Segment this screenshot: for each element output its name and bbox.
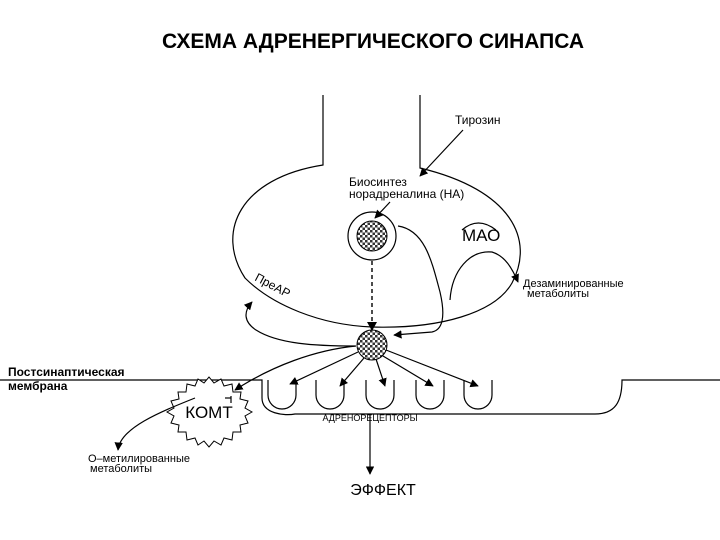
receptor-pocket — [463, 380, 493, 410]
o-methylated-metabolites-line1: О–метилированные — [88, 453, 190, 465]
receptor-pocket — [415, 380, 445, 410]
release-arrow — [289, 351, 359, 385]
release-arrows — [289, 349, 479, 388]
postsynaptic-membrane-label-line2: мембрана — [8, 379, 68, 393]
comt-arrow — [234, 345, 357, 391]
o-methylated-metabolites-line2: метаболиты — [90, 463, 152, 475]
deamination-arrow — [449, 251, 519, 301]
tyrosine-arrow — [419, 129, 464, 177]
deaminated-metabolites-line2: метаболиты — [527, 288, 589, 300]
storage-vesicle-core — [356, 220, 388, 252]
mao-hat-arc — [461, 222, 497, 231]
release-arrow — [339, 357, 365, 387]
adrenoreceptor-pockets — [267, 380, 493, 410]
vesicle-transport-head — [367, 322, 377, 331]
deaminated-metabolites-line1: Дезаминированные — [523, 278, 624, 290]
receptor-pocket — [365, 380, 395, 410]
receptor-pocket — [315, 380, 345, 410]
diagram-title: СХЕМА АДРЕНЕРГИЧЕСКОГО СИНАПСА — [162, 30, 584, 53]
receptor-pocket — [267, 380, 297, 410]
mao-label: МАО — [462, 226, 500, 245]
biosynthesis-label-line1: Биосинтез — [349, 175, 407, 189]
tyrosine-label: Тирозин — [455, 113, 501, 127]
comt-enzyme-star — [165, 376, 254, 448]
biosynthesis-arrow — [374, 201, 391, 219]
mao-uptake-arrow — [393, 225, 444, 339]
o-methylation-arrow — [114, 397, 196, 451]
storage-vesicle-outer — [347, 211, 397, 261]
reuptake-arrow — [243, 301, 356, 347]
release-arrow — [375, 358, 387, 387]
release-arrow — [385, 349, 479, 388]
comt-label: КОМТ — [185, 403, 232, 422]
postsynaptic-membrane — [0, 379, 720, 416]
postsynaptic-membrane-label-line1: Постсинаптическая — [8, 365, 125, 379]
effect-label: ЭФФЕКТ — [350, 482, 416, 499]
release-arrow — [382, 355, 434, 387]
reuptake-transporter-label: ПреАР — [253, 270, 293, 300]
release-vesicle — [356, 329, 388, 361]
biosynthesis-label-line2: норадреналина (НА) — [349, 187, 464, 201]
